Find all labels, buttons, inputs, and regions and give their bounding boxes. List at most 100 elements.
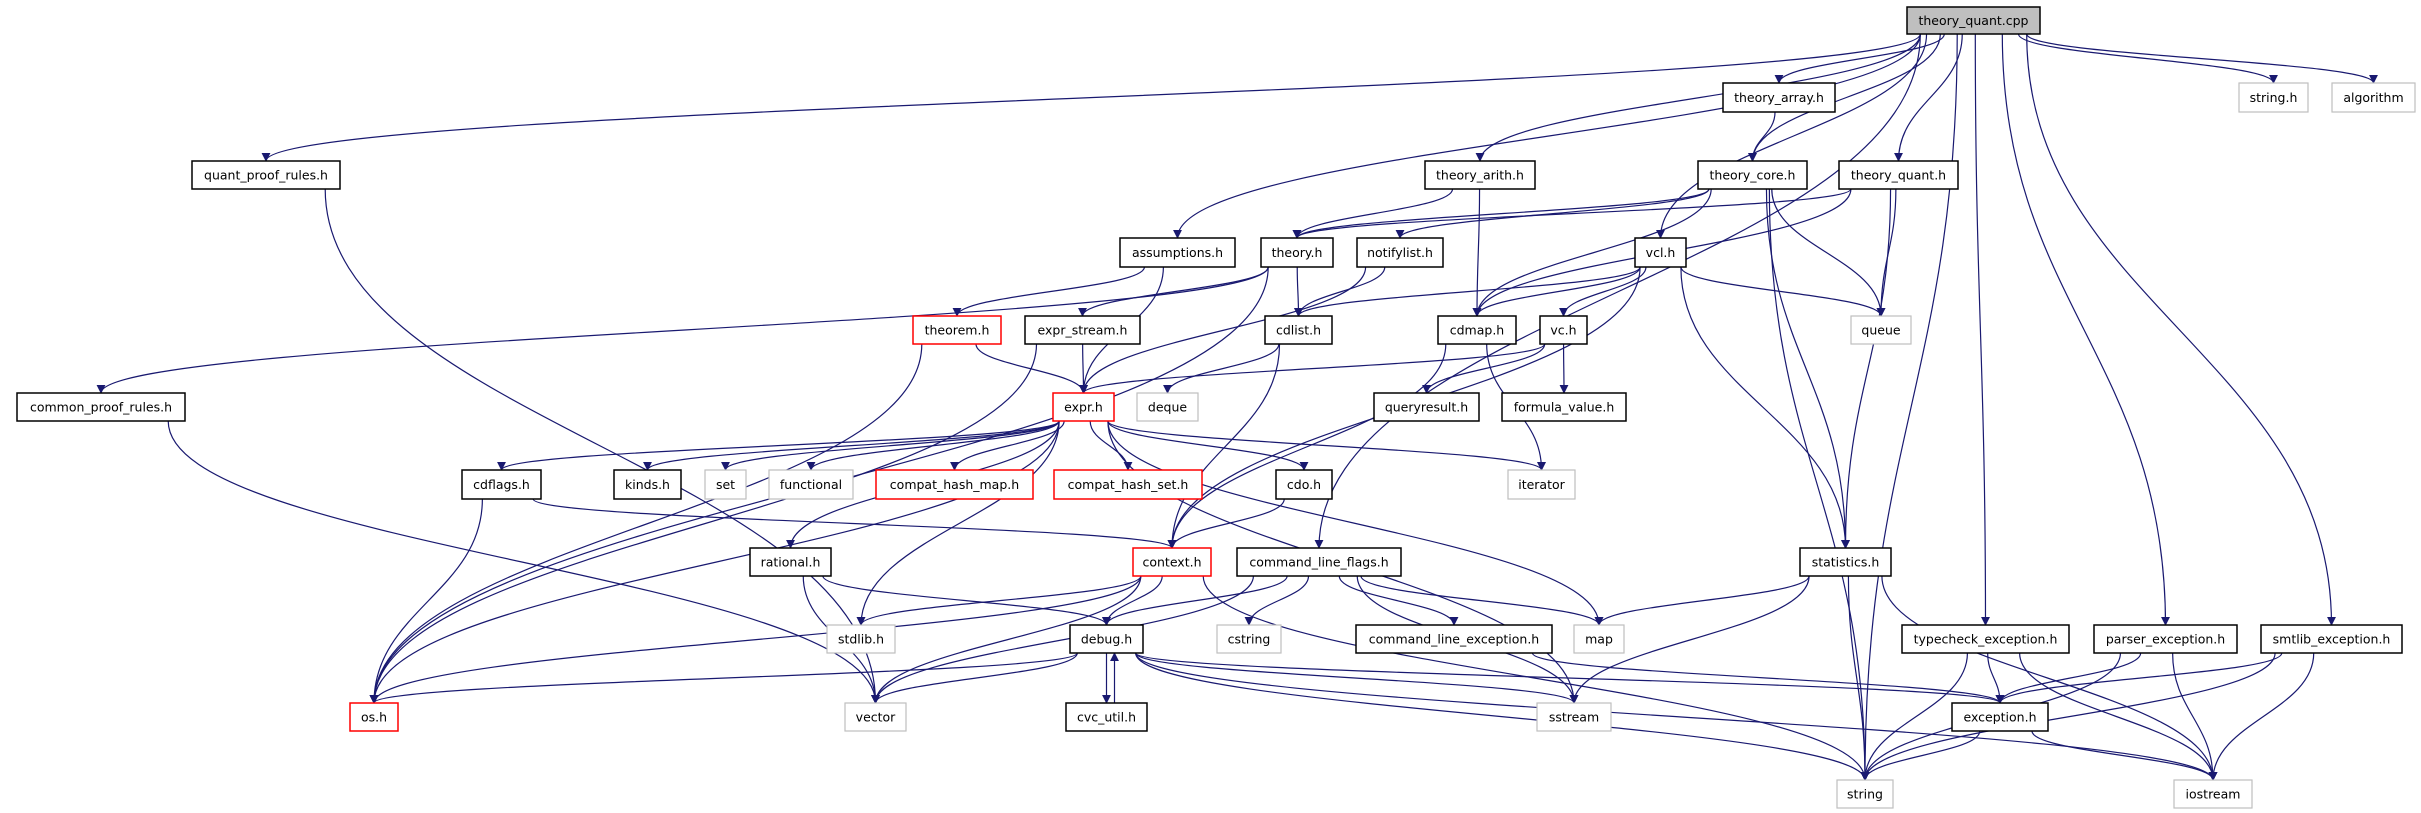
node-label: assumptions.h — [1132, 245, 1223, 260]
node-label: iostream — [2186, 787, 2241, 802]
edge-theory_core_h-to-statistics_h — [1765, 188, 1850, 549]
node-string: string — [1836, 779, 1894, 809]
node-statistics-h[interactable]: statistics.h — [1799, 547, 1892, 577]
node-iostream: iostream — [2173, 779, 2253, 809]
node-context-h[interactable]: context.h — [1132, 547, 1212, 577]
node-box — [1424, 160, 1536, 190]
node-label: cstring — [1228, 632, 1271, 647]
edge-theory_h-to-expr_stream_h — [1078, 266, 1269, 317]
node-label: cdflags.h — [473, 477, 530, 492]
edge-theory_core_h-to-theory_h — [1292, 188, 1710, 239]
edge-theory_quant_cpp-to-theory_array_h — [1774, 33, 1945, 84]
node-theory-quant-cpp: theory_quant.cpp — [1906, 6, 2041, 35]
edge-expr_h-to-os_h — [369, 420, 1060, 704]
node-common-proof-rules-h[interactable]: common_proof_rules.h — [16, 392, 186, 422]
edge-statistics_h-to-iostream — [1881, 575, 2218, 781]
node-box — [2260, 624, 2403, 654]
node-label: functional — [780, 477, 842, 492]
node-label: rational.h — [761, 555, 821, 570]
edge-cdo_h-to-context_h — [1167, 498, 1285, 549]
node-assumptions-h[interactable]: assumptions.h — [1119, 237, 1236, 268]
node-theory-quant-h[interactable]: theory_quant.h — [1838, 160, 1959, 190]
node-label: exception.h — [1964, 710, 2037, 725]
node-cvc-util-h[interactable]: cvc_util.h — [1065, 702, 1148, 732]
node-cdo-h[interactable]: cdo.h — [1275, 469, 1333, 500]
node-cdmap-h[interactable]: cdmap.h — [1437, 315, 1517, 345]
node-expr-stream-h[interactable]: expr_stream.h — [1024, 315, 1141, 345]
node-sstream: sstream — [1536, 702, 1612, 732]
node-label: smtlib_exception.h — [2273, 632, 2391, 647]
node-label: common_proof_rules.h — [30, 400, 172, 415]
edge-theory_core_h-to-queue — [1771, 188, 1886, 317]
node-theory-array-h[interactable]: theory_array.h — [1722, 82, 1836, 113]
node-compat-hash-set-h[interactable]: compat_hash_set.h — [1053, 469, 1203, 500]
node-box — [1850, 315, 1912, 345]
node-theorem-h[interactable]: theorem.h — [912, 315, 1002, 345]
node-label: stdlib.h — [838, 632, 884, 647]
edge-theory_quant_cpp-to-theory_arith_h — [1475, 33, 1921, 162]
node-vc-h[interactable]: vc.h — [1539, 315, 1588, 345]
edge-expr_h-to-cdo_h — [1107, 420, 1309, 471]
node-box — [1697, 160, 1808, 190]
node-notifylist-h[interactable]: notifylist.h — [1356, 237, 1444, 268]
edge-vc_h-to-queryresult_h — [1422, 343, 1546, 394]
node-box — [16, 392, 186, 422]
node-box — [191, 160, 341, 190]
edge-assumptions_h-to-theorem_h — [952, 266, 1146, 317]
edge-statistics_h-to-map — [1594, 575, 1810, 626]
node-vcl-h[interactable]: vcl.h — [1634, 237, 1687, 268]
node-label: theory_quant.cpp — [1918, 13, 2028, 28]
edge-theory_array_h-to-theory_core_h — [1748, 111, 1776, 162]
node-command-line-exception-h[interactable]: command_line_exception.h — [1355, 624, 1553, 654]
node-parser-exception-h[interactable]: parser_exception.h — [2093, 624, 2238, 654]
node-theory-core-h[interactable]: theory_core.h — [1697, 160, 1808, 190]
node-box — [1355, 624, 1553, 654]
node-smtlib-exception-h[interactable]: smtlib_exception.h — [2260, 624, 2403, 654]
node-formula-value-h[interactable]: formula_value.h — [1501, 392, 1627, 422]
node-box — [1132, 547, 1212, 577]
node-typecheck-exception-h[interactable]: typecheck_exception.h — [1901, 624, 2070, 654]
node-cstring: cstring — [1216, 624, 1282, 654]
node-box — [2238, 82, 2309, 113]
node-kinds-h[interactable]: kinds.h — [613, 469, 682, 500]
node-exception-h[interactable]: exception.h — [1951, 702, 2049, 732]
edge-theory_quant_cpp-to-theory_quant_h — [1894, 33, 1963, 162]
node-theory-arith-h[interactable]: theory_arith.h — [1424, 160, 1536, 190]
node-iterator: iterator — [1507, 469, 1576, 500]
node-theory-h[interactable]: theory.h — [1260, 237, 1334, 268]
node-box — [1052, 392, 1115, 422]
node-cdlist-h[interactable]: cdlist.h — [1264, 315, 1333, 345]
node-label: statistics.h — [1812, 555, 1880, 570]
node-queryresult-h[interactable]: queryresult.h — [1373, 392, 1480, 422]
node-label: expr.h — [1064, 400, 1103, 415]
node-quant-proof-rules-h[interactable]: quant_proof_rules.h — [191, 160, 341, 190]
node-command-line-flags-h[interactable]: command_line_flags.h — [1236, 547, 1402, 577]
node-label: algorithm — [2343, 90, 2403, 105]
node-label: string.h — [2250, 90, 2298, 105]
node-compat-hash-map-h[interactable]: compat_hash_map.h — [875, 469, 1034, 500]
node-box — [1356, 237, 1444, 268]
node-expr-h[interactable]: expr.h — [1052, 392, 1115, 422]
node-debug-h[interactable]: debug.h — [1069, 624, 1144, 654]
node-label: cdlist.h — [1276, 323, 1321, 338]
node-box — [613, 469, 682, 500]
edge-vcl_h-to-cdlist_h — [1294, 266, 1641, 317]
node-label: theory_core.h — [1710, 168, 1796, 183]
edge-theorem_h-to-os_h — [369, 343, 923, 704]
node-rational-h[interactable]: rational.h — [749, 547, 832, 577]
node-box — [875, 469, 1034, 500]
edge-vcl_h-to-cdmap_h — [1472, 266, 1641, 317]
edge-theory_arith_h-to-cdmap_h — [1472, 188, 1482, 317]
node-box — [1507, 469, 1576, 500]
node-os-h[interactable]: os.h — [349, 702, 399, 732]
edge-parser_exception_h-to-exception_h — [1995, 652, 2142, 704]
node-cdflags-h[interactable]: cdflags.h — [461, 469, 542, 500]
edge-rational_h-to-debug_h — [822, 575, 1111, 626]
node-box — [844, 702, 907, 732]
edge-command_line_exception_h-to-exception_h — [1531, 652, 2005, 704]
edge-theory_quant_cpp-to-typecheck_exception_h — [1974, 33, 1990, 626]
edge-typecheck_exception_h-to-iostream — [2019, 652, 2218, 781]
node-box — [1275, 469, 1333, 500]
edge-statistics_h-to-sstream — [1569, 575, 1810, 704]
edge-theory_core_h-to-string — [1768, 188, 1870, 781]
